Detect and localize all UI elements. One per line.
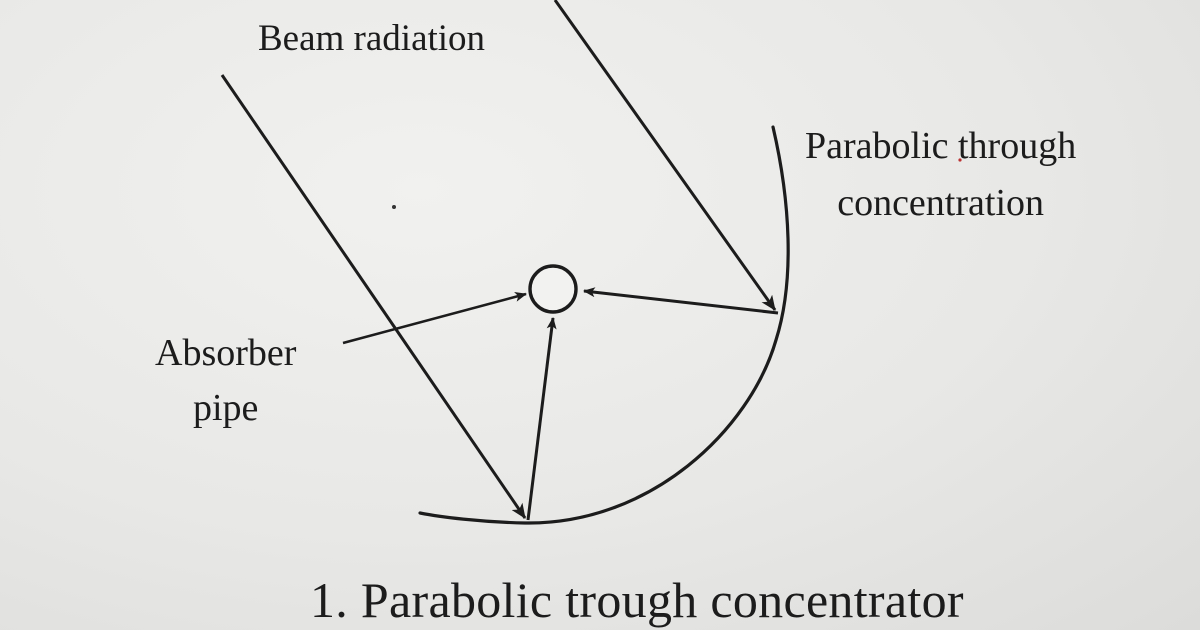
absorber-label-line2: pipe — [192, 387, 259, 430]
absorber-pipe-label: Absorber pipe — [155, 326, 296, 436]
absorber-label-line1: Absorber — [155, 332, 297, 374]
beam-radiation-label: Beam radiation — [258, 18, 486, 59]
absorber-pipe-circle — [528, 264, 578, 314]
figure-caption: 1. Parabolic trough concentrator — [310, 572, 964, 628]
parabolic-reflector-curve — [418, 125, 790, 525]
absorber-leader-line — [342, 292, 527, 345]
trough-label-line2: concentration — [837, 182, 1044, 224]
beam-ray-right — [553, 0, 777, 311]
parabolic-trough-label: Parabolic through concentration — [805, 118, 1076, 232]
beam-ray-left — [220, 74, 527, 519]
print-speck — [958, 158, 962, 162]
trough-label-line1: Parabolic through — [805, 125, 1077, 167]
reflected-ray-bottom — [526, 317, 557, 521]
print-speck — [392, 205, 396, 209]
reflected-ray-right — [583, 287, 779, 315]
